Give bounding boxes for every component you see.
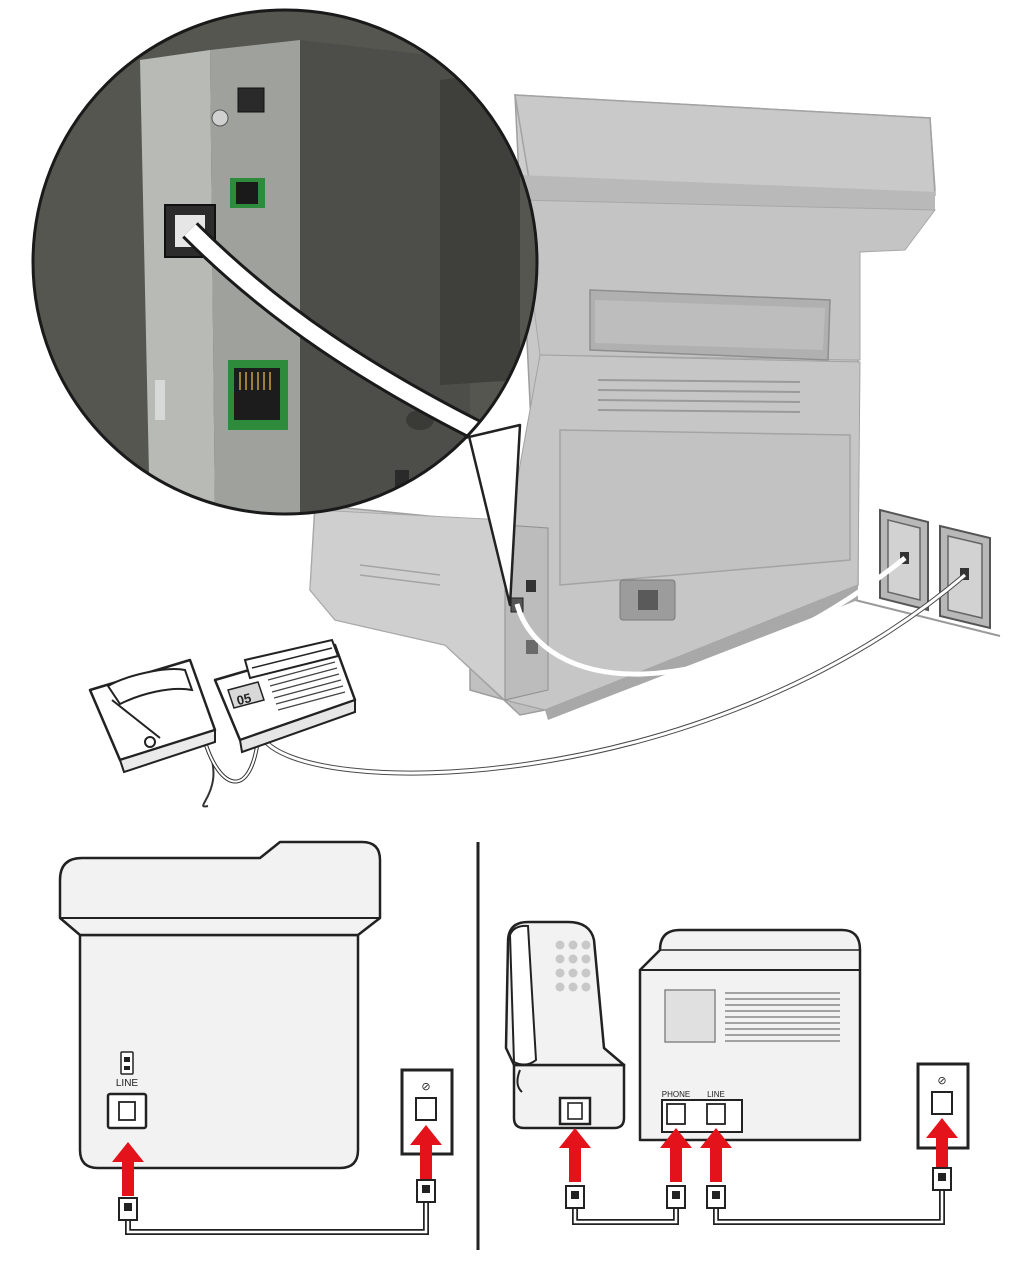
rj11-plug-icon [666, 1185, 686, 1209]
printer-rear-illustration [309, 94, 1001, 720]
device-display: 05 [235, 690, 253, 708]
answering-machine-icon: PHONE LINE [638, 928, 862, 1142]
answering-machine-icon: 05 [213, 638, 357, 754]
up-arrow-icon [700, 1128, 732, 1182]
rj11-plug-icon [565, 1185, 585, 1209]
device-port-line-label: LINE [707, 1090, 725, 1099]
floor-wall-line [854, 599, 1001, 637]
printer-schematic: LINE [58, 840, 382, 1170]
magnifier-callout-icon [31, 8, 539, 607]
device-port-phone-label: PHONE [662, 1090, 690, 1099]
telephone-icon [504, 920, 626, 1130]
wall-jack-symbol: ⊘ [421, 1081, 430, 1093]
rj11-plug-icon [706, 1185, 726, 1209]
up-arrow-icon [660, 1128, 692, 1182]
telephone-icon [88, 658, 260, 808]
up-arrow-icon [112, 1142, 144, 1196]
printer-port-label: LINE [116, 1078, 139, 1089]
rj11-plug-icon [118, 1197, 138, 1221]
rj11-plug-icon [416, 1179, 436, 1203]
wall-jack-symbol-right: ⊘ [937, 1075, 946, 1087]
rj11-plug-icon [932, 1167, 952, 1191]
up-arrow-icon [410, 1125, 442, 1180]
up-arrow-icon [926, 1118, 958, 1168]
up-arrow-icon [559, 1128, 591, 1182]
